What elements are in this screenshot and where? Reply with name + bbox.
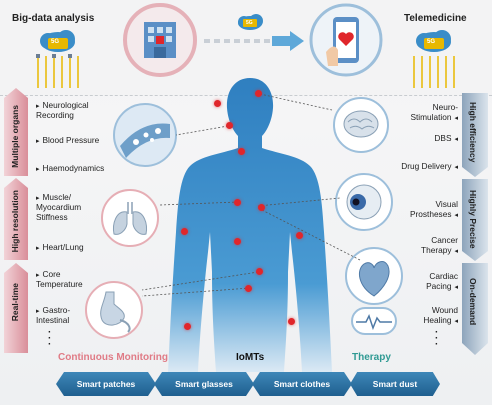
right-5g-tower-icon bbox=[413, 30, 455, 88]
sensor-dot bbox=[288, 318, 295, 325]
right-item-5: Cardiac Pacing bbox=[426, 271, 458, 292]
left-item-1: Blood Pressure bbox=[36, 135, 100, 146]
big-data-title: Big-data analysis bbox=[12, 13, 95, 24]
sensor-dot bbox=[214, 100, 221, 107]
brain-icon bbox=[333, 97, 389, 153]
therapy-label: Therapy bbox=[352, 352, 391, 363]
human-body-silhouette bbox=[168, 78, 332, 372]
eye-icon bbox=[335, 173, 393, 231]
sensor-dot bbox=[238, 148, 245, 155]
sensor-dot bbox=[234, 238, 241, 245]
left-item-2: Haemodynamics bbox=[36, 163, 105, 174]
sensor-dot bbox=[256, 268, 263, 275]
right-bar-label-2: On-demand bbox=[468, 278, 478, 326]
right-bar-label-0: High efficiency bbox=[468, 102, 478, 163]
mid-5g-label: 5G bbox=[246, 20, 253, 26]
iomts-label: IoMTs bbox=[236, 352, 265, 363]
right-bar-label-1: Highly Precise bbox=[468, 190, 478, 249]
data-transfer-arrow-icon bbox=[204, 14, 304, 51]
left-feature-bars bbox=[4, 88, 28, 353]
right-item-2: Drug Delivery bbox=[401, 161, 458, 172]
sensor-dot bbox=[181, 228, 188, 235]
left-item-4: Heart/Lung bbox=[36, 242, 84, 253]
left-item-5: Core Temperature bbox=[36, 269, 83, 290]
sensor-dot bbox=[255, 90, 262, 97]
right-item-4: Cancer Therapy bbox=[421, 235, 458, 256]
left-5g-tower-icon bbox=[36, 30, 79, 88]
stomach-icon bbox=[85, 281, 143, 339]
heart-icon bbox=[345, 247, 403, 335]
left-5g-label: 5G bbox=[51, 39, 60, 45]
lungs-icon bbox=[101, 189, 159, 247]
left-item-3: Muscle/ Myocardium Stiffness bbox=[36, 192, 81, 222]
right-more-dots: ··· bbox=[435, 327, 439, 350]
sensor-dot bbox=[258, 204, 265, 211]
smartphone-icon bbox=[309, 3, 383, 77]
sensor-dot bbox=[184, 323, 191, 330]
right-item-3: Visual Prostheses bbox=[410, 199, 458, 220]
right-feature-bars bbox=[462, 93, 488, 355]
right-5g-label: 5G bbox=[427, 39, 436, 45]
sensor-dot bbox=[296, 232, 303, 239]
right-item-0: Neuro- Stimulation bbox=[410, 102, 458, 123]
continuous-monitoring-label: Continuous Monitoring bbox=[58, 352, 168, 363]
chip-smart-patches: Smart patches bbox=[56, 372, 156, 396]
sensor-dot bbox=[245, 285, 252, 292]
hospital-icon bbox=[123, 3, 197, 77]
left-more-dots: ··· bbox=[48, 327, 52, 350]
right-item-6: Wound Healing bbox=[423, 305, 458, 326]
sensor-dot bbox=[226, 122, 233, 129]
telemedicine-title: Telemedicine bbox=[404, 13, 467, 24]
left-item-0: Neurological Recording bbox=[36, 100, 89, 121]
left-item-6: Gastro- Intestinal bbox=[36, 305, 70, 326]
chip-smart-clothes: Smart clothes bbox=[252, 372, 352, 396]
chip-smart-glasses: Smart glasses bbox=[154, 372, 254, 396]
right-item-1: DBS bbox=[434, 133, 458, 144]
chip-smart-dust: Smart dust bbox=[350, 372, 440, 396]
sensor-dot bbox=[234, 199, 241, 206]
